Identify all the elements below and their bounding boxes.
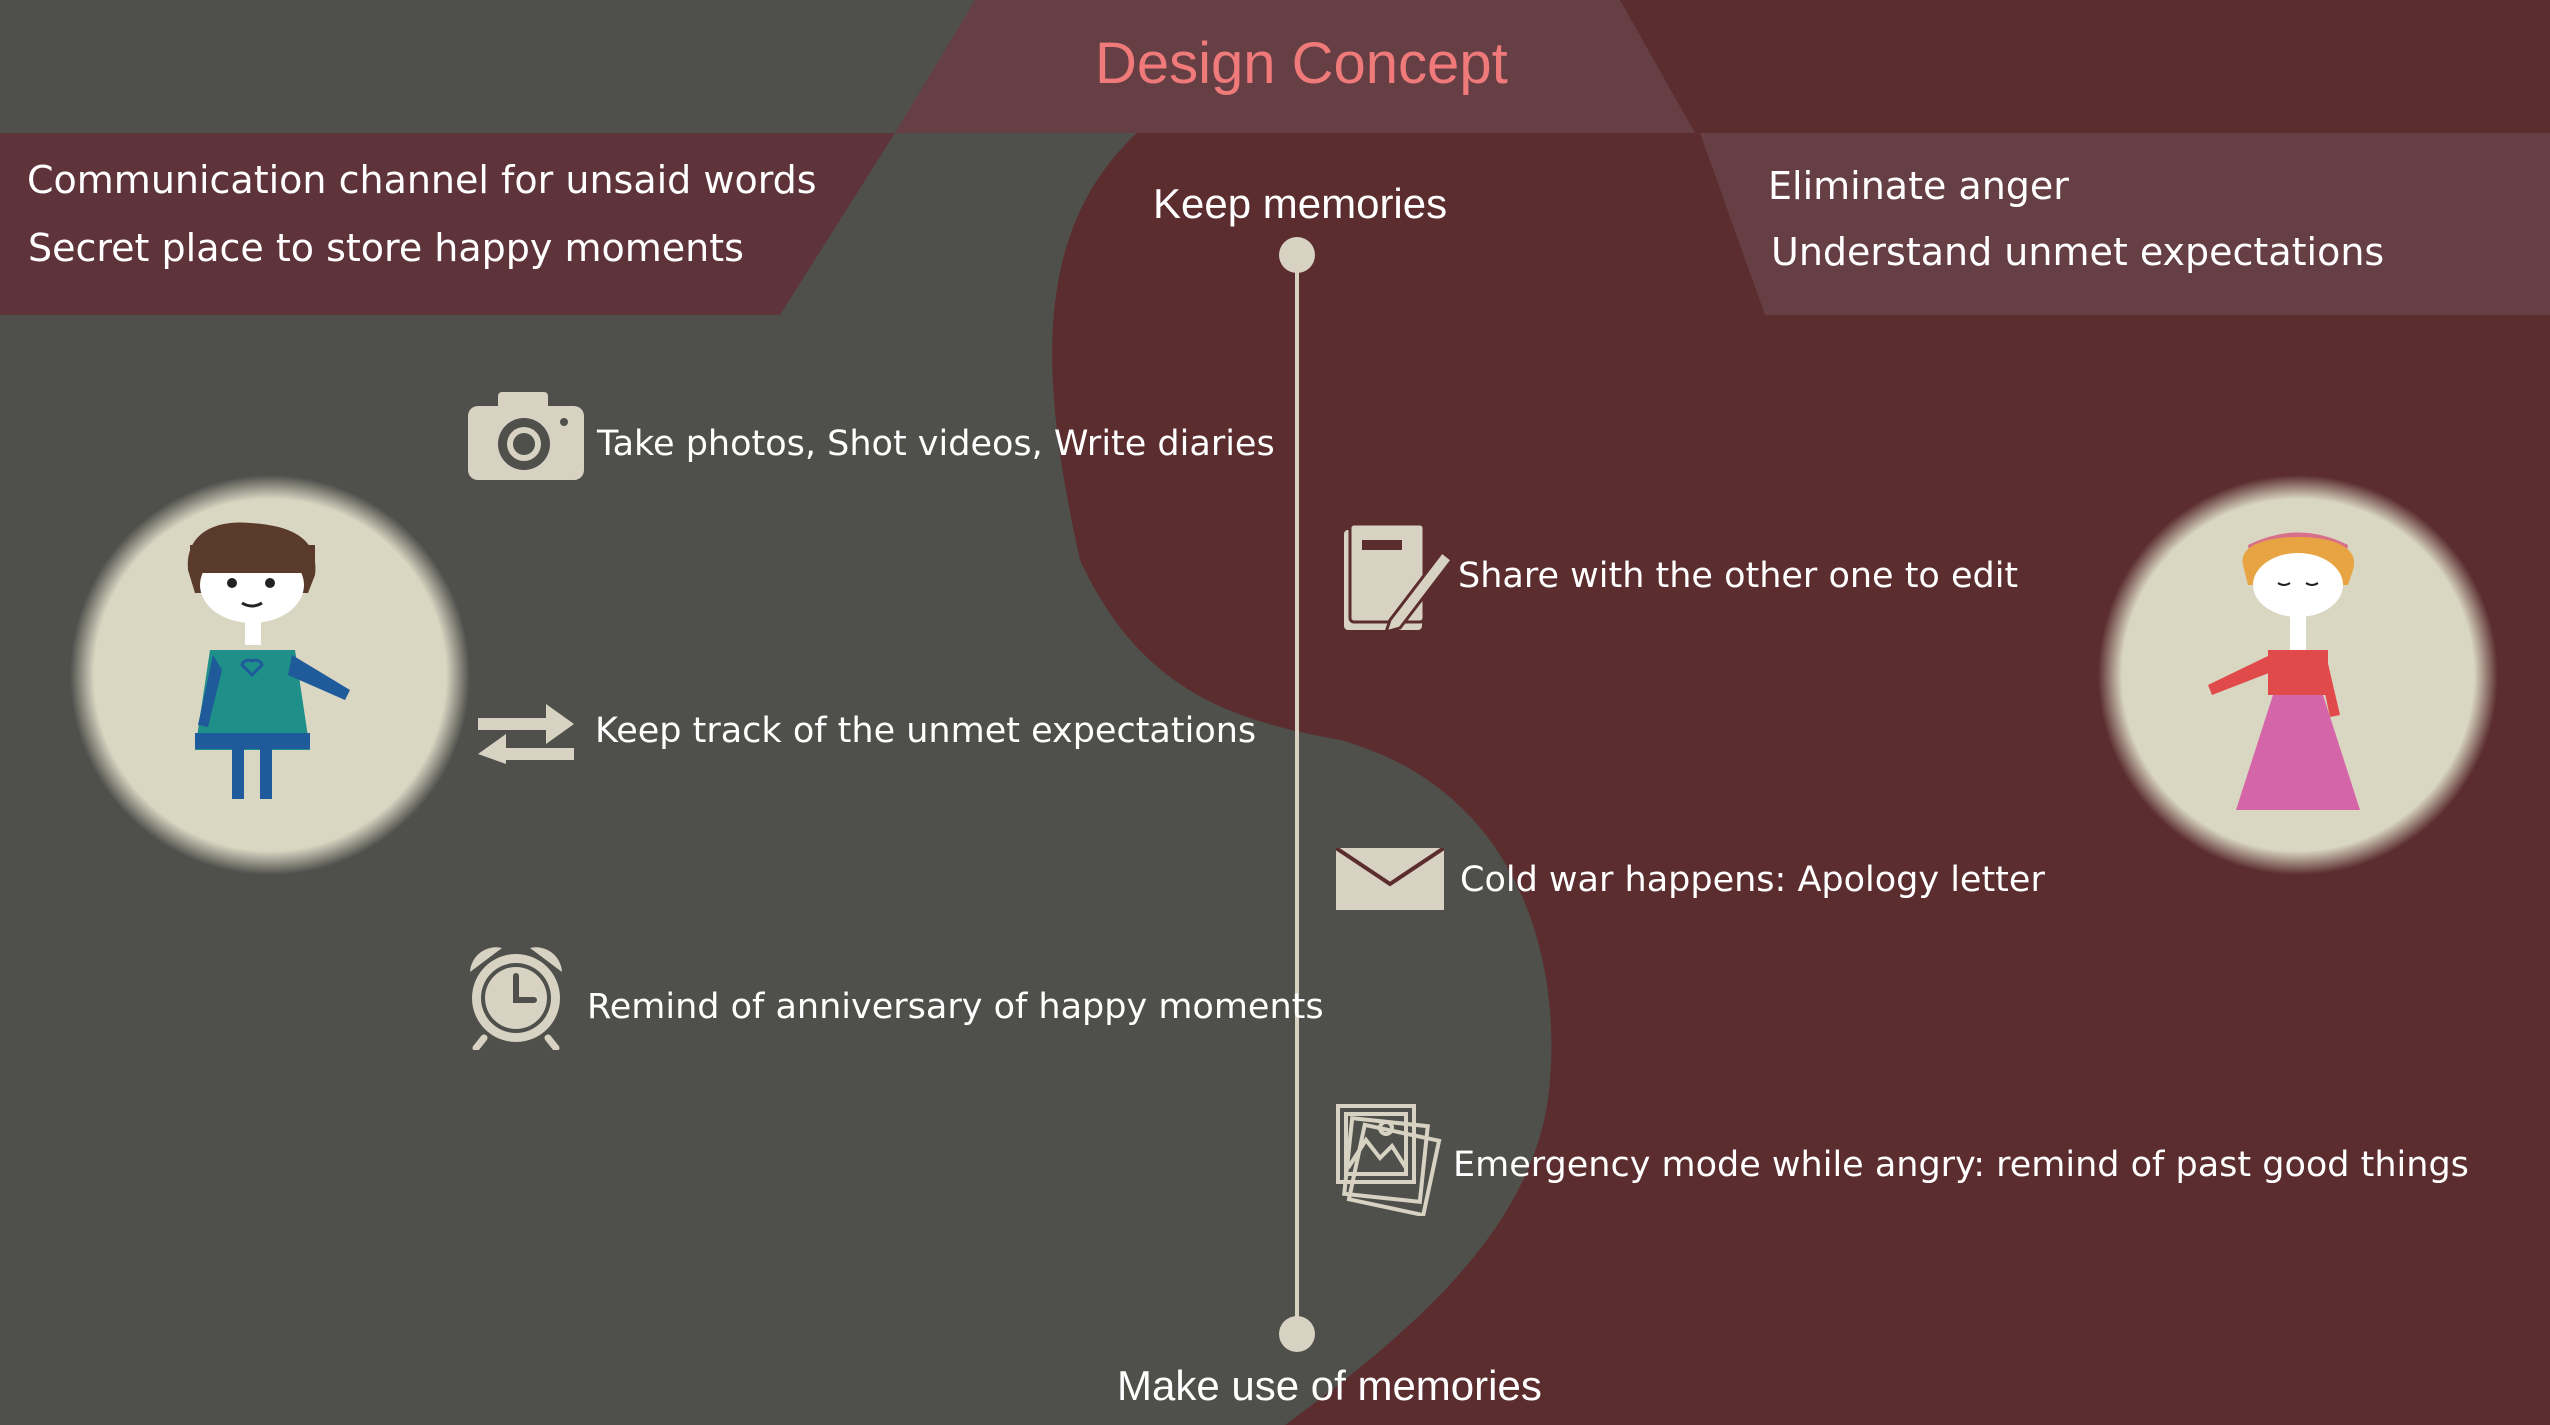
envelope-icon — [1336, 848, 1444, 910]
right-item-3-text: Emergency mode while angry: remind of pa… — [1453, 1145, 2469, 1185]
right-header-line-2: Understand unmet expectations — [1771, 230, 2385, 274]
right-item-2-text: Cold war happens: Apology letter — [1460, 860, 2045, 900]
right-header-line-1: Eliminate anger — [1768, 164, 2069, 208]
swap-arrows-icon — [478, 704, 574, 764]
notebook-pencil-icon — [1344, 524, 1454, 632]
timeline-bottom-label: Make use of memories — [1117, 1362, 1542, 1409]
left-header-banner — [0, 133, 895, 315]
timeline-line — [1295, 255, 1299, 1335]
left-item-2-text: Keep track of the unmet expectations — [595, 711, 1257, 751]
right-item-1-text: Share with the other one to edit — [1458, 556, 2019, 596]
right-header-banner — [1700, 133, 2550, 315]
princess-avatar — [2098, 475, 2498, 875]
left-item-1-text: Take photos, Shot videos, Write diaries — [597, 424, 1275, 464]
left-item-3-text: Remind of anniversary of happy moments — [587, 987, 1324, 1027]
left-header-line-2: Secret place to store happy moments — [28, 226, 744, 270]
camera-icon — [468, 392, 584, 480]
alarm-clock-icon — [470, 947, 562, 1050]
girl-avatar — [70, 475, 470, 875]
page-title: Design Concept — [1095, 31, 1508, 96]
photos-stack-icon — [1336, 1104, 1442, 1216]
title-banner — [895, 0, 1695, 133]
timeline-top-label: Keep memories — [1153, 180, 1448, 227]
left-header-line-1: Communication channel for unsaid words — [27, 158, 817, 202]
maroon-region — [1052, 0, 2550, 1425]
timeline-bottom-dot — [1279, 1316, 1315, 1352]
